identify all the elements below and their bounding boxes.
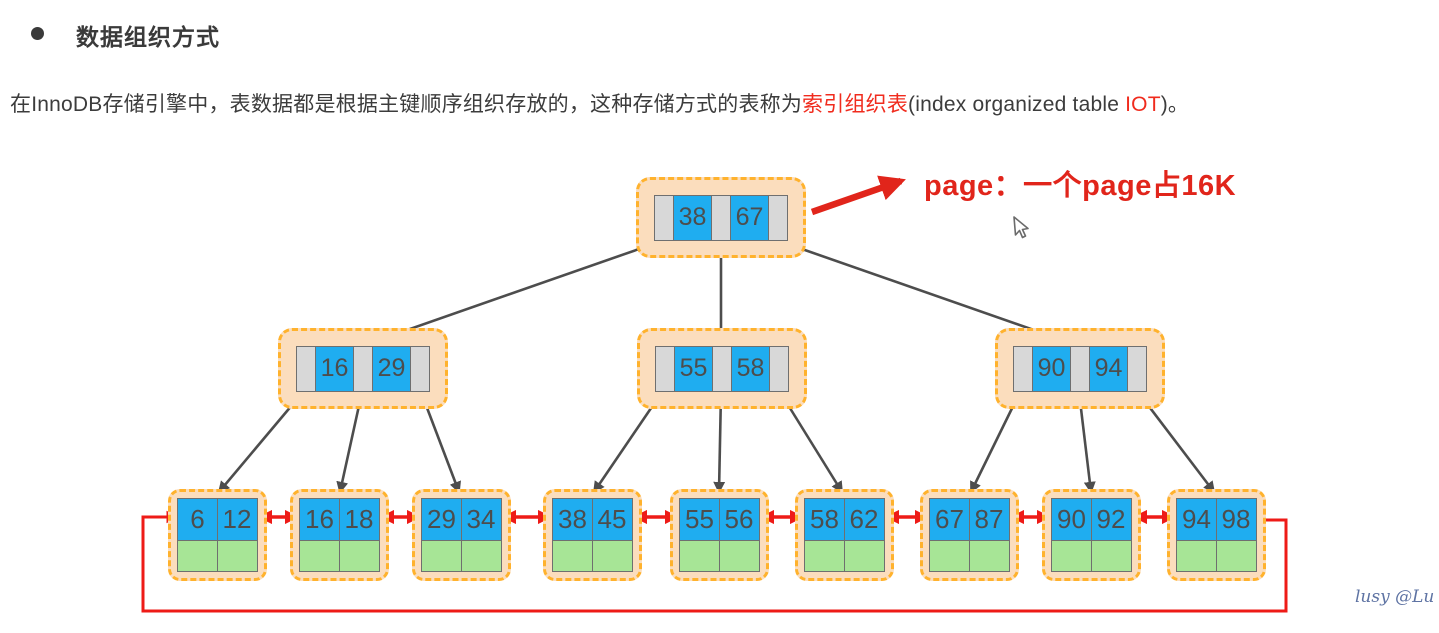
- row-data-cell: [216, 540, 258, 573]
- btree-leaf-node-4: 38 45: [543, 489, 642, 581]
- row-data-cell: [1176, 540, 1217, 573]
- row-data-cell: [843, 540, 885, 573]
- btree-leaf-node-7: 67 87: [920, 489, 1019, 581]
- page-title: 数据组织方式: [76, 24, 220, 50]
- key-cell: 16: [314, 345, 355, 392]
- bullet-icon: [31, 27, 44, 40]
- pointer-cell: [769, 345, 789, 392]
- key-cell: 18: [338, 497, 380, 542]
- row-data-cell: [591, 540, 633, 573]
- root-page-box: 38 67: [654, 194, 788, 241]
- key-cell: 16: [299, 497, 340, 542]
- key-cell: 29: [421, 497, 462, 542]
- pointer-cell: [1070, 345, 1090, 392]
- internal-page-box: 55 58: [655, 345, 789, 392]
- key-cell: 98: [1215, 497, 1257, 542]
- btree-leaf-node-9: 94 98: [1167, 489, 1266, 581]
- key-cell: 67: [729, 194, 770, 241]
- intro-highlight-iot: IOT: [1125, 93, 1161, 116]
- row-data-cell: [929, 540, 970, 573]
- pointer-cell: [654, 194, 674, 241]
- btree-internal-node-left: 16 29: [278, 328, 448, 409]
- btree-leaf-node-6: 58 62: [795, 489, 894, 581]
- key-cell: 90: [1051, 497, 1092, 542]
- page-callout-arrow: [810, 175, 906, 216]
- btree-leaf-node-8: 90 92: [1042, 489, 1141, 581]
- key-cell: 12: [216, 497, 258, 542]
- internal-page-box: 90 94: [1013, 345, 1147, 392]
- leaf-page-box: 90 92: [1051, 497, 1132, 573]
- btree-leaf-node-2: 16 18: [290, 489, 389, 581]
- pointer-cell: [768, 194, 788, 241]
- row-data-cell: [338, 540, 380, 573]
- key-cell: 92: [1090, 497, 1132, 542]
- pointer-cell: [1013, 345, 1033, 392]
- mouse-cursor-icon: [1013, 216, 1029, 239]
- leaf-page-box: 38 45: [552, 497, 633, 573]
- key-cell: 38: [552, 497, 593, 542]
- pointer-cell: [353, 345, 373, 392]
- row-data-cell: [299, 540, 340, 573]
- intro-text-en: (index organized table: [908, 93, 1126, 116]
- btree-internal-node-right: 90 94: [995, 328, 1165, 409]
- leaf-page-box: 94 98: [1176, 497, 1257, 573]
- pointer-cell: [296, 345, 316, 392]
- pointer-cell: [1127, 345, 1147, 392]
- key-cell: 58: [730, 345, 771, 392]
- page-size-annotation: page：一个page占16K: [924, 170, 1237, 202]
- row-data-cell: [804, 540, 845, 573]
- row-data-cell: [679, 540, 720, 573]
- leaf-page-box: 58 62: [804, 497, 885, 573]
- pointer-cell: [655, 345, 675, 392]
- internal-page-box: 16 29: [296, 345, 430, 392]
- pointer-cell: [711, 194, 731, 241]
- pointer-cell: [712, 345, 732, 392]
- intro-text: 在InnoDB存储引擎中，表数据都是根据主键顺序组织存放的，这种存储方式的表称为: [10, 93, 803, 116]
- key-cell: 94: [1088, 345, 1129, 392]
- leaf-page-box: 67 87: [929, 497, 1010, 573]
- leaf-page-box: 55 56: [679, 497, 760, 573]
- pointer-cell: [410, 345, 430, 392]
- leaf-page-box: 16 18: [299, 497, 380, 573]
- btree-internal-node-middle: 55 58: [637, 328, 807, 409]
- key-cell: 55: [679, 497, 720, 542]
- row-data-cell: [1090, 540, 1132, 573]
- key-cell: 67: [929, 497, 970, 542]
- row-data-cell: [421, 540, 462, 573]
- btree-leaf-node-1: 6 12: [168, 489, 267, 581]
- key-cell: 90: [1031, 345, 1072, 392]
- key-cell: 38: [672, 194, 713, 241]
- row-data-cell: [460, 540, 502, 573]
- row-data-cell: [552, 540, 593, 573]
- row-data-cell: [718, 540, 760, 573]
- intro-paragraph: 在InnoDB存储引擎中，表数据都是根据主键顺序组织存放的，这种存储方式的表称为…: [10, 88, 1189, 118]
- key-cell: 29: [371, 345, 412, 392]
- row-data-cell: [1051, 540, 1092, 573]
- key-cell: 45: [591, 497, 633, 542]
- intro-highlight-iot-cn: 索引组织表: [802, 93, 909, 116]
- key-cell: 56: [718, 497, 760, 542]
- key-cell: 62: [843, 497, 885, 542]
- key-cell: 94: [1176, 497, 1217, 542]
- row-data-cell: [1215, 540, 1257, 573]
- key-cell: 6: [177, 497, 218, 542]
- leaf-page-box: 6 12: [177, 497, 258, 573]
- key-cell: 34: [460, 497, 502, 542]
- row-data-cell: [177, 540, 218, 573]
- leaf-page-box: 29 34: [421, 497, 502, 573]
- key-cell: 55: [673, 345, 714, 392]
- btree-root-node: 38 67: [636, 177, 806, 258]
- btree-leaf-node-5: 55 56: [670, 489, 769, 581]
- row-data-cell: [968, 540, 1010, 573]
- watermark-signature: lusy @Lu: [1355, 587, 1435, 607]
- btree-leaf-node-3: 29 34: [412, 489, 511, 581]
- key-cell: 58: [804, 497, 845, 542]
- intro-text-end: )。: [1160, 93, 1190, 116]
- key-cell: 87: [968, 497, 1010, 542]
